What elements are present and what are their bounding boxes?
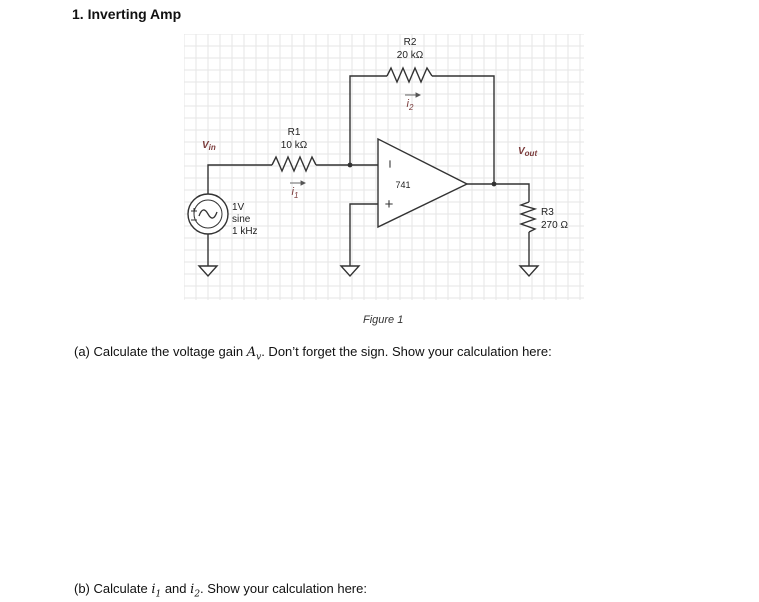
ac-source-icon (187, 193, 229, 235)
vin-label: Vin (202, 140, 216, 152)
source-waveform: sine (232, 214, 251, 225)
opamp-model-label: 741 (395, 180, 410, 190)
r2-name: R2 (404, 37, 417, 48)
junction-node-output (491, 181, 497, 187)
section-heading: 1. Inverting Amp (72, 6, 182, 22)
ground-icon-source (197, 265, 219, 278)
var1-subscript: 1 (155, 589, 162, 600)
question-b-middle: and (161, 581, 191, 596)
circuit-diagram: − + 741 R2 20 kΩ (184, 34, 584, 300)
r3-value: 270 Ω (541, 220, 568, 231)
i2-label: i2 (407, 98, 414, 112)
source-frequency: 1 kHz (232, 226, 258, 237)
source-amplitude: 1V (232, 202, 245, 213)
var2-subscript: 2 (194, 589, 201, 600)
i1-label: i1 (292, 186, 299, 200)
r1-resistor (271, 155, 317, 173)
grid-background (184, 34, 584, 300)
opamp-inverting-sign: − (381, 160, 398, 169)
opamp-noninverting-sign: + (385, 196, 394, 213)
circuit-figure: − + 741 R2 20 kΩ (184, 34, 584, 300)
var1-symbol: i (151, 582, 156, 597)
junction-node-inverting (347, 162, 353, 168)
circuit-wires (207, 75, 530, 266)
question-a-prefix: (a) Calculate the voltage gain (74, 344, 247, 359)
figure-caption: Figure 1 (363, 314, 404, 326)
opamp-741 (377, 137, 469, 229)
question-b: (b) Calculate i1 and i2. Show your calcu… (74, 581, 367, 600)
gain-symbol: A (246, 345, 257, 360)
question-b-prefix: (b) Calculate (74, 581, 152, 596)
r3-resistor (518, 201, 538, 233)
r3-name: R3 (541, 207, 554, 218)
question-a: (a) Calculate the voltage gain Av. Don’t… (74, 344, 552, 363)
gain-subscript: v (256, 352, 262, 363)
var2-symbol: i (190, 582, 195, 597)
r2-value: 20 kΩ (397, 50, 424, 61)
r1-name: R1 (288, 127, 301, 138)
question-a-suffix: . Don’t forget the sign. Show your calcu… (261, 344, 552, 359)
question-b-suffix: . Show your calculation here: (200, 581, 367, 596)
ground-icon-opamp (339, 265, 361, 278)
r1-value: 10 kΩ (281, 140, 308, 151)
ground-icon-load (518, 265, 540, 278)
vout-label: Vout (518, 146, 537, 158)
r2-resistor (386, 66, 433, 84)
